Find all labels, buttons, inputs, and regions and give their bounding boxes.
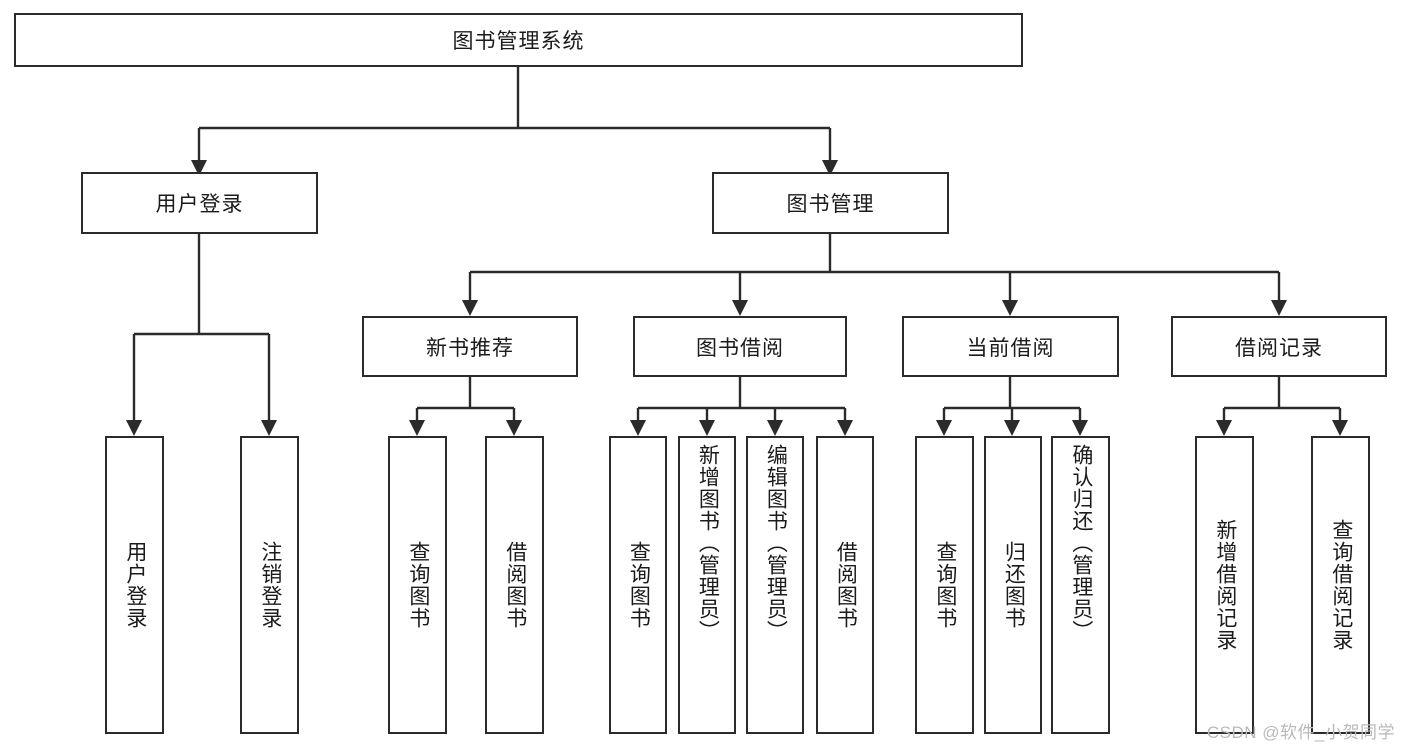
arrow-newbook-l2 (506, 420, 522, 436)
arrow-userlogin-l2 (261, 420, 277, 436)
leaf-label: 新增图书（管理员） (696, 444, 720, 642)
arrow-current-borrow (1002, 300, 1018, 316)
leaf-current-borrow-return[interactable]: 归还图书 (984, 436, 1042, 734)
arrow-currentborrow-l2 (1004, 420, 1020, 436)
leaf-user-login-logout[interactable]: 注销登录 (240, 436, 299, 734)
leaf-label: 借阅图书 (834, 541, 858, 629)
leaf-user-login-login[interactable]: 用户登录 (105, 436, 164, 734)
arrow-bookborrow-l1 (630, 420, 646, 436)
arrow-borrow-record (1271, 300, 1287, 316)
arrow-new-book (462, 300, 478, 316)
leaf-label: 确认归还（管理员） (1069, 444, 1093, 642)
arrow-book-borrow (732, 300, 748, 316)
node-book-management[interactable]: 图书管理 (712, 172, 949, 234)
leaf-new-book-borrow[interactable]: 借阅图书 (485, 436, 544, 734)
node-borrow-record[interactable]: 借阅记录 (1171, 316, 1387, 377)
leaf-book-borrow-query[interactable]: 查询图书 (609, 436, 667, 734)
arrow-bookborrow-l4 (837, 420, 853, 436)
leaf-label: 编辑图书（管理员） (764, 444, 788, 642)
leaf-borrow-record-add[interactable]: 新增借阅记录 (1195, 436, 1254, 734)
leaf-current-borrow-query[interactable]: 查询图书 (915, 436, 974, 734)
leaf-borrow-record-query[interactable]: 查询借阅记录 (1311, 436, 1370, 734)
leaf-label: 用户登录 (123, 541, 147, 629)
leaf-label: 注销登录 (258, 541, 282, 629)
arrow-currentborrow-l3 (1072, 420, 1088, 436)
leaf-new-book-query[interactable]: 查询图书 (388, 436, 447, 734)
node-root-system[interactable]: 图书管理系统 (14, 13, 1023, 67)
leaf-book-borrow-edit[interactable]: 编辑图书（管理员） (746, 436, 804, 734)
arrow-borrowrecord-l1 (1216, 420, 1232, 436)
leaf-book-borrow-borrow[interactable]: 借阅图书 (816, 436, 874, 734)
leaf-label: 新增借阅记录 (1213, 519, 1237, 651)
leaf-label: 查询借阅记录 (1329, 519, 1353, 651)
node-current-borrow[interactable]: 当前借阅 (902, 316, 1119, 377)
node-book-borrow[interactable]: 图书借阅 (633, 316, 847, 377)
node-user-login[interactable]: 用户登录 (81, 172, 318, 234)
leaf-label: 查询图书 (406, 541, 430, 629)
arrow-bookborrow-l2 (699, 420, 715, 436)
arrow-borrowrecord-l2 (1332, 420, 1348, 436)
arrow-currentborrow-l1 (936, 420, 952, 436)
csdn-watermark: CSDN @软件_小贺同学 (1206, 723, 1395, 742)
leaf-book-borrow-add[interactable]: 新增图书（管理员） (678, 436, 736, 734)
arrow-newbook-l1 (409, 420, 425, 436)
leaf-label: 归还图书 (1002, 541, 1026, 629)
leaf-label: 查询图书 (627, 541, 651, 629)
arrow-userlogin-l1 (126, 420, 142, 436)
node-new-book-recommend[interactable]: 新书推荐 (362, 316, 578, 377)
leaf-label: 查询图书 (933, 541, 957, 629)
arrow-bookborrow-l3 (767, 420, 783, 436)
leaf-label: 借阅图书 (503, 541, 527, 629)
leaf-current-borrow-confirm[interactable]: 确认归还（管理员） (1051, 436, 1110, 734)
